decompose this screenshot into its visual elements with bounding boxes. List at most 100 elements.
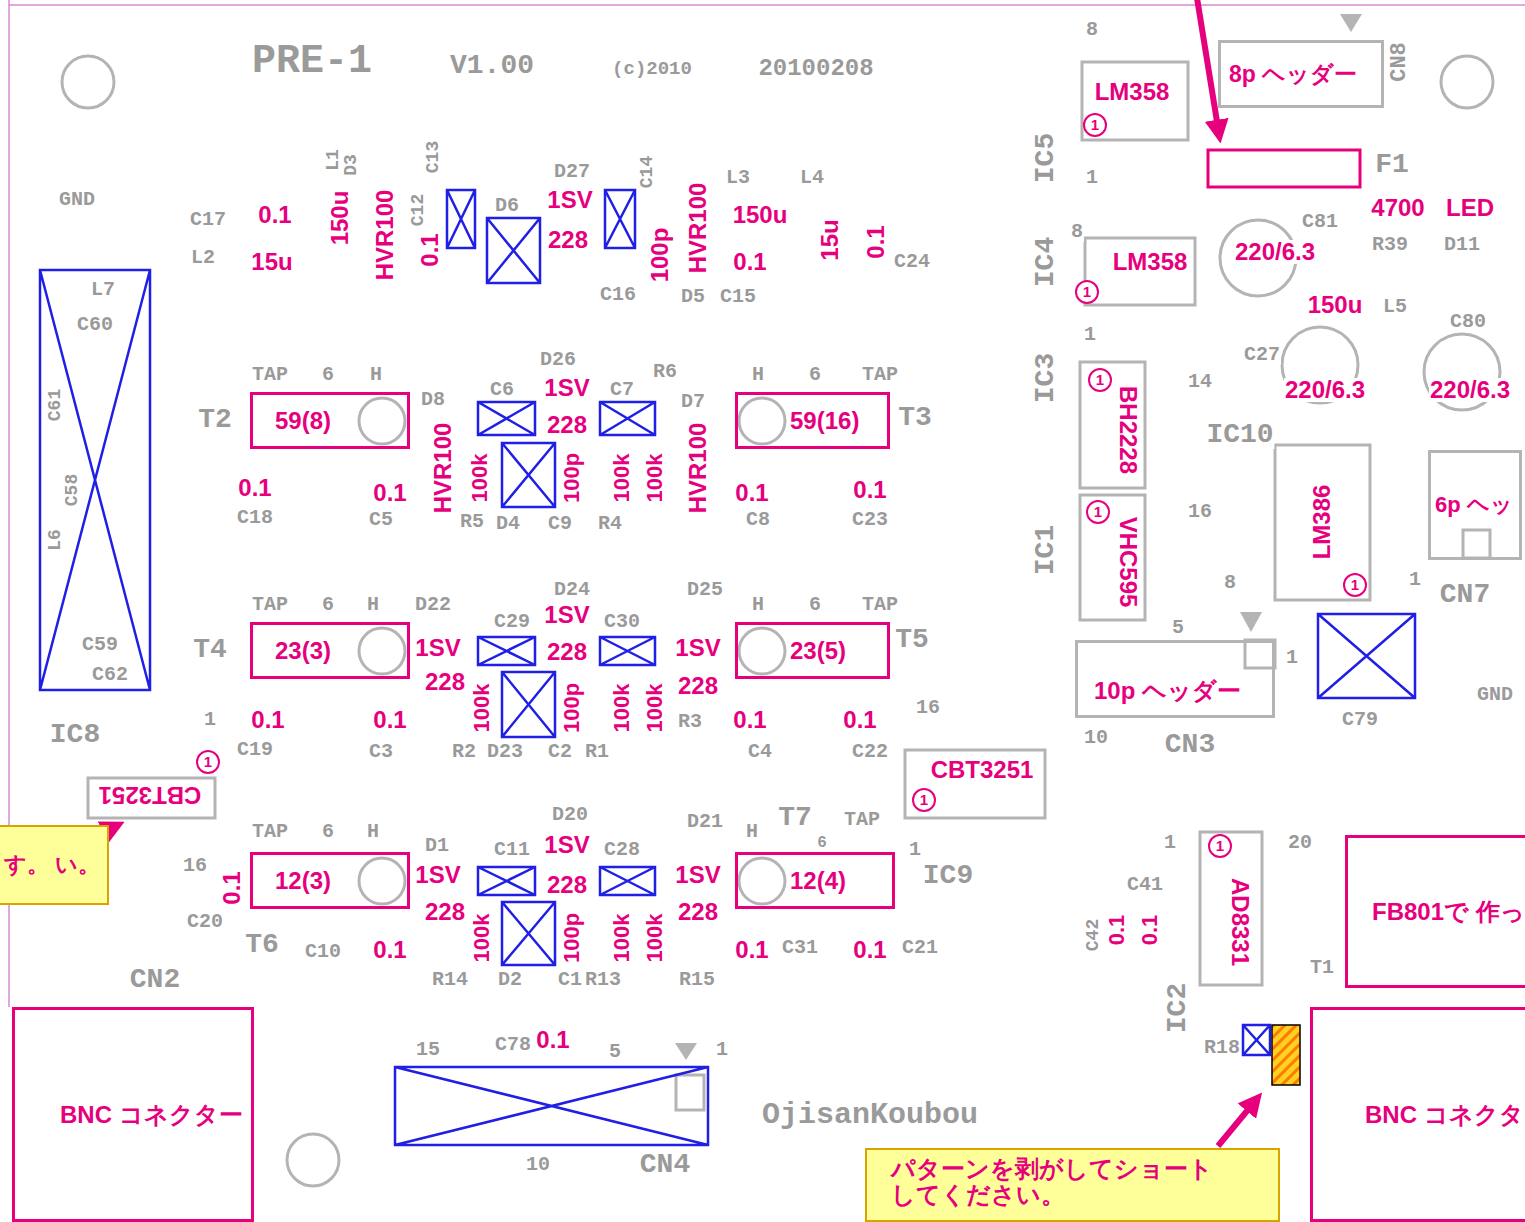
- unmounted-part: [605, 190, 635, 248]
- label-anchor: 100p: [561, 452, 583, 504]
- silkscreen-label: (c)2010: [611, 60, 693, 79]
- silkscreen-label: C17: [189, 210, 227, 230]
- label-anchor: L1: [324, 148, 342, 172]
- part-value: 0.1: [852, 478, 887, 502]
- silkscreen-label: IC9: [922, 862, 974, 890]
- part-value: 0.1: [237, 476, 272, 500]
- label-anchor: 220/6.3: [1234, 240, 1316, 264]
- board-edge: [9, 0, 1525, 1007]
- label-anchor: 228: [677, 900, 719, 924]
- label-anchor: C4: [747, 742, 773, 762]
- part-value: 0.1: [732, 708, 767, 732]
- label-anchor: 0.1: [1106, 914, 1128, 947]
- label-anchor: R1: [584, 742, 610, 762]
- label-anchor: R14: [431, 970, 469, 990]
- pin-pad: [1463, 530, 1490, 558]
- label-anchor: C58: [63, 473, 81, 507]
- label-anchor: C23: [851, 510, 889, 530]
- node-text: 8p ヘッダー: [1229, 61, 1357, 87]
- label-anchor: D21: [686, 812, 724, 832]
- label-anchor: D6: [494, 196, 520, 216]
- silkscreen-label: C1: [557, 970, 583, 990]
- label-anchor: TAP: [861, 595, 899, 615]
- unmounted-part: [1318, 614, 1415, 698]
- label-anchor: C18: [236, 508, 274, 528]
- label-anchor: C1: [557, 970, 583, 990]
- silkscreen-label: V1.00: [449, 52, 535, 80]
- label-anchor: H: [366, 595, 380, 615]
- label-anchor: 1: [1285, 648, 1299, 668]
- part-value: 1SV: [414, 636, 461, 660]
- label-anchor: V1.00: [449, 52, 535, 80]
- part-value: CBT3251: [98, 783, 203, 807]
- silkscreen-label: CN8: [1389, 41, 1411, 83]
- label-anchor: 6: [808, 595, 822, 615]
- label-anchor: 1SV: [543, 833, 590, 857]
- silkscreen-label: 1: [203, 710, 217, 730]
- silkscreen-label: H: [751, 595, 765, 615]
- label-anchor: 10: [1083, 728, 1109, 748]
- label-anchor: 0.1: [864, 224, 888, 259]
- unmounted-part: [478, 402, 535, 435]
- silkscreen-label: D1: [424, 836, 450, 856]
- label-anchor: 0.1: [372, 938, 407, 962]
- label-anchor: CBT3251: [98, 783, 203, 807]
- silkscreen-label: D4: [495, 514, 521, 534]
- part-value: 228: [547, 228, 589, 252]
- silkscreen-label: T2: [197, 406, 233, 434]
- silkscreen-label: C13: [424, 140, 442, 174]
- silkscreen-label: 1: [715, 1040, 729, 1060]
- transformer-core: [739, 628, 785, 674]
- label-anchor: L7: [90, 280, 116, 300]
- silkscreen-label: 16: [915, 698, 941, 718]
- silkscreen-label: 6: [808, 595, 822, 615]
- label-anchor: HVR100: [431, 422, 455, 515]
- part-value: 100p: [561, 682, 583, 734]
- label-anchor: D27: [553, 162, 591, 182]
- connector-box: BNC コネクター: [1310, 1007, 1525, 1222]
- label-anchor: 0.1: [257, 203, 292, 227]
- silkscreen-label: C11: [493, 840, 531, 860]
- pin1-triangle: [675, 1043, 697, 1060]
- label-anchor: 1: [715, 1040, 729, 1060]
- label-anchor: 16: [1187, 502, 1213, 522]
- silkscreen-label: TAP: [861, 595, 899, 615]
- label-anchor: C80: [1449, 312, 1487, 332]
- part-value: 0.1: [734, 938, 769, 962]
- silkscreen-label: C79: [1341, 710, 1379, 730]
- transformer-note: FB801で 作った トランス: [1345, 835, 1525, 988]
- silkscreen-label: C5: [368, 510, 394, 530]
- label-anchor: C3: [368, 742, 394, 762]
- label-anchor: C41: [1126, 875, 1164, 895]
- label-anchor: 0.1: [734, 481, 769, 505]
- silkscreen-label: TAP: [843, 810, 881, 830]
- label-anchor: 6: [321, 595, 335, 615]
- label-anchor: C17: [189, 210, 227, 230]
- label-anchor: L2: [190, 248, 216, 268]
- label-anchor: D22: [414, 595, 452, 615]
- label-anchor: AD8331: [1228, 877, 1252, 967]
- label-anchor: 4700: [1370, 196, 1425, 220]
- part-value: 4700: [1370, 196, 1425, 220]
- label-anchor: PRE-1: [251, 42, 373, 82]
- silkscreen-label: D21: [686, 812, 724, 832]
- silkscreen-label: C80: [1449, 312, 1487, 332]
- label-anchor: 0.1: [220, 870, 244, 905]
- label-anchor: 1: [1083, 113, 1107, 137]
- part-value: 100k: [471, 683, 493, 734]
- silkscreen-label: IC3: [1032, 352, 1060, 404]
- part-value: HVR100: [686, 182, 710, 275]
- silkscreen-label: T5: [894, 626, 930, 654]
- transformer-box: 59(8): [250, 392, 410, 449]
- label-anchor: 1: [1163, 833, 1177, 853]
- label-anchor: 100k: [644, 913, 666, 964]
- ic-outline: [1080, 362, 1145, 488]
- label-anchor: CN4: [639, 1151, 691, 1179]
- silkscreen-label: CN2: [129, 966, 181, 994]
- label-anchor: R2: [451, 742, 477, 762]
- part-value: 228: [546, 413, 588, 437]
- header-callout: 10p ヘッダー: [1075, 640, 1275, 718]
- label-anchor: D3: [342, 153, 360, 177]
- part-value: 220/6.3: [1234, 240, 1316, 264]
- node-text: 23(5): [790, 637, 846, 665]
